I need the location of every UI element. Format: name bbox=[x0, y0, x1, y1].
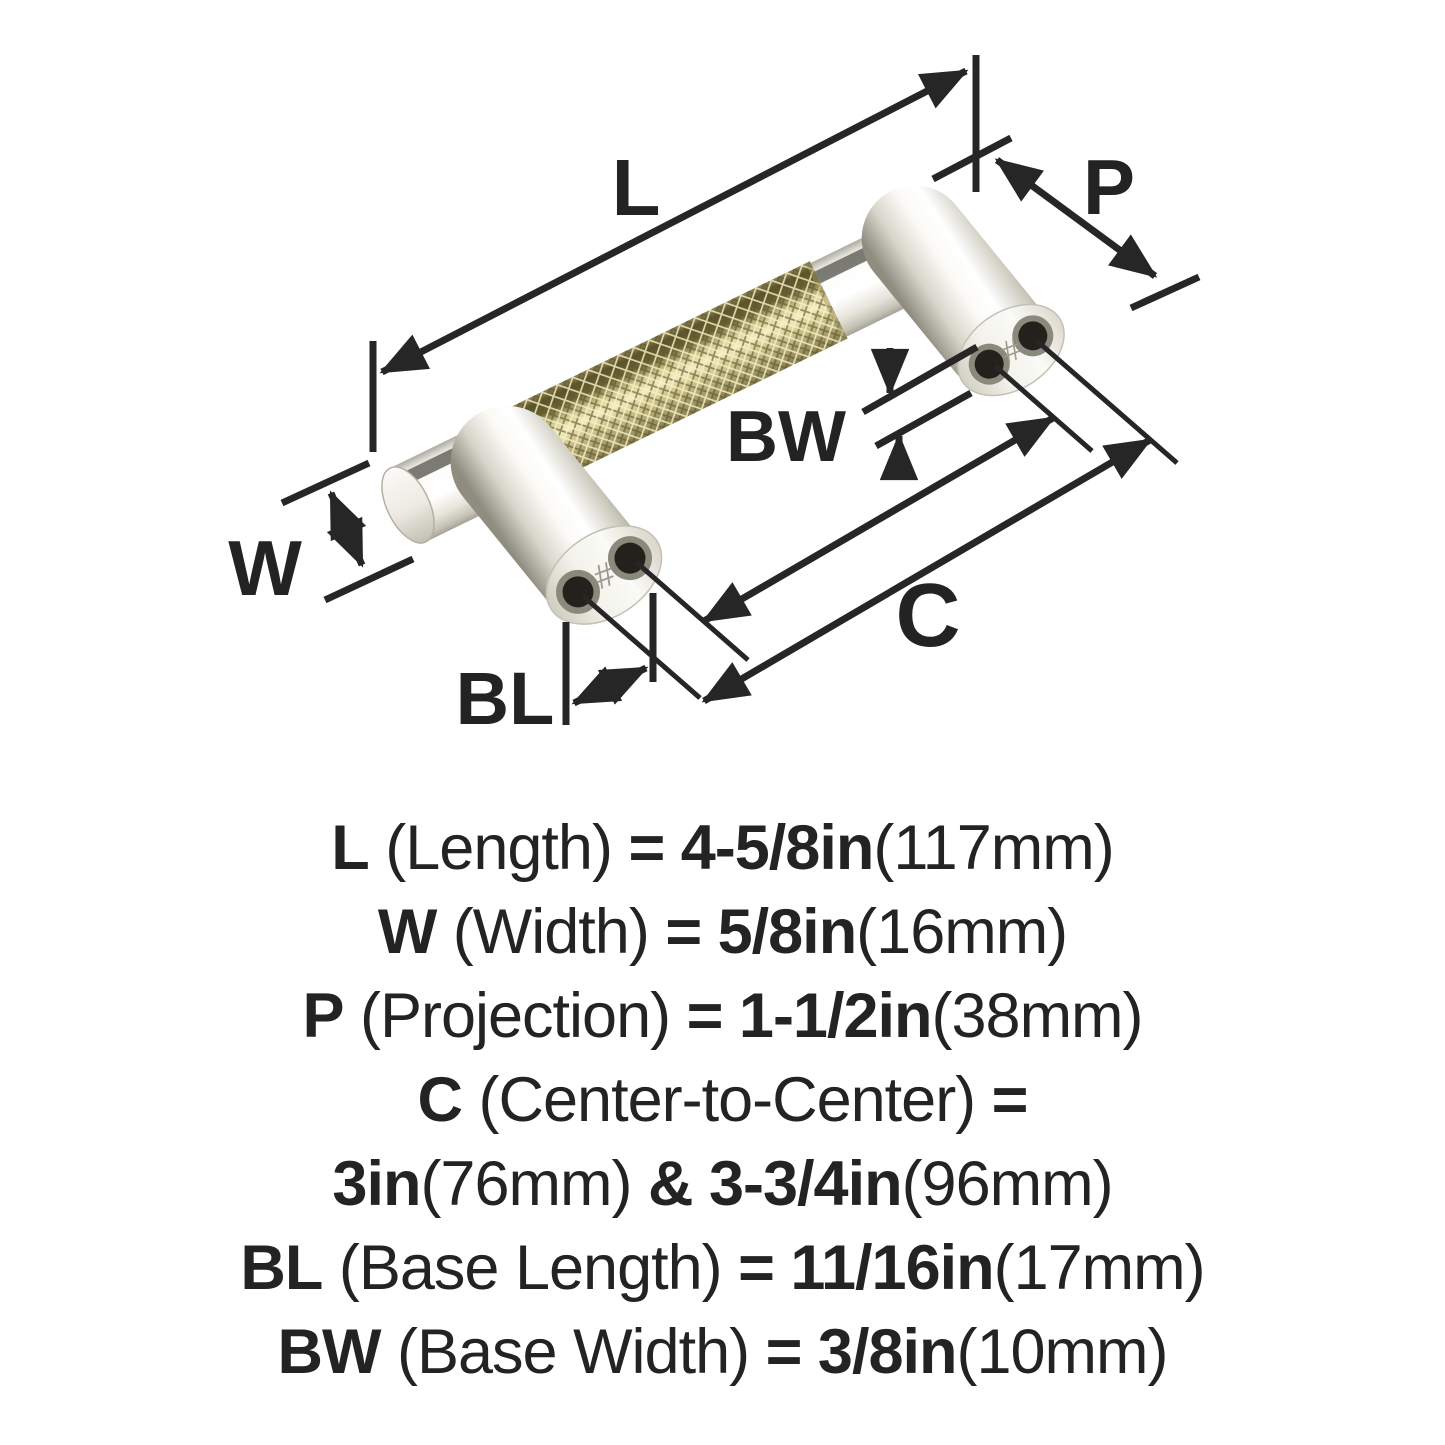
hole-leader bbox=[993, 364, 1094, 453]
screw-hole bbox=[968, 343, 1010, 385]
spec-segment: BW bbox=[277, 1317, 382, 1387]
spec-segment: (Center-to-Center) bbox=[462, 1065, 992, 1135]
spec-segment: L bbox=[331, 813, 369, 883]
spec-segment: (117mm) bbox=[873, 813, 1114, 883]
spec-line: 3in(76mm) & 3-3/4in(96mm) bbox=[0, 1142, 1445, 1226]
dim-length-arrow bbox=[379, 67, 969, 376]
hole-leader bbox=[1035, 339, 1179, 465]
spec-segment: (Length) bbox=[368, 813, 629, 883]
dim-length bbox=[369, 55, 980, 452]
spec-segment: = 5/8in bbox=[665, 897, 857, 967]
spec-segment: (38mm) bbox=[931, 981, 1144, 1051]
dim-center-arrow-long bbox=[701, 436, 1153, 705]
dim-width-tick-top bbox=[280, 459, 371, 507]
dim-center-to-center bbox=[701, 414, 1153, 705]
hole-leader bbox=[581, 594, 702, 700]
spec-segment: 3in bbox=[332, 1149, 421, 1219]
spec-segment: = 1-1/2in bbox=[686, 981, 933, 1051]
spec-segment: = 11/16in bbox=[738, 1233, 994, 1303]
spec-segment: (17mm) bbox=[993, 1233, 1206, 1303]
dim-width-tick-bottom bbox=[323, 555, 415, 604]
spec-line: W (Width) = 5/8in(16mm) bbox=[0, 890, 1445, 974]
dim-projection-tick-top bbox=[931, 134, 1013, 183]
spec-segment: P bbox=[302, 981, 344, 1051]
dim-base-width-edge-top bbox=[861, 343, 979, 416]
spec-text-block: L (Length) = 4-5/8in(117mm)W (Width) = 5… bbox=[0, 806, 1445, 1394]
handle-illustration: # # bbox=[228, 55, 1201, 740]
dim-base-length-arrow bbox=[571, 664, 649, 707]
spec-segment: C bbox=[417, 1065, 463, 1135]
label-base-length: BL bbox=[456, 657, 555, 740]
spec-segment: = 4-5/8in bbox=[628, 813, 874, 883]
spec-line: P (Projection) = 1-1/2in(38mm) bbox=[0, 974, 1445, 1058]
spec-segment: (Projection) bbox=[343, 981, 687, 1051]
spec-line: BW (Base Width) = 3/8in(10mm) bbox=[0, 1310, 1445, 1394]
spec-line: L (Length) = 4-5/8in(117mm) bbox=[0, 806, 1445, 890]
dim-base-width-edge-bottom bbox=[874, 389, 973, 450]
spec-line: C (Center-to-Center) = bbox=[0, 1058, 1445, 1142]
spec-segment: (Base Length) bbox=[322, 1233, 739, 1303]
spec-segment: (96mm) bbox=[901, 1149, 1114, 1219]
dim-width-arrow bbox=[326, 490, 367, 568]
label-base-width: BW bbox=[726, 397, 846, 477]
spec-segment: (76mm) bbox=[420, 1149, 632, 1219]
spec-segment: 3-3/4in bbox=[708, 1149, 903, 1219]
dim-projection-arrow bbox=[994, 157, 1158, 279]
spec-segment: & bbox=[631, 1149, 709, 1219]
spec-line: BL (Base Length) = 11/16in(17mm) bbox=[0, 1226, 1445, 1310]
left-post: # bbox=[450, 405, 663, 625]
dim-width bbox=[280, 459, 415, 604]
spec-segment: (Base Width) bbox=[380, 1317, 766, 1387]
dim-projection bbox=[931, 134, 1201, 312]
bar-end-cap bbox=[381, 466, 435, 544]
label-width: W bbox=[228, 524, 302, 612]
dim-projection-tick-bottom bbox=[1129, 273, 1201, 312]
spec-segment: = bbox=[991, 1065, 1029, 1135]
spec-segment: (16mm) bbox=[856, 897, 1068, 967]
label-projection: P bbox=[1083, 143, 1135, 231]
label-center-to-center: C bbox=[896, 566, 961, 666]
spec-segment: (Width) bbox=[436, 897, 666, 967]
spec-segment: W bbox=[377, 897, 437, 967]
label-length: L bbox=[612, 143, 661, 232]
dim-base-length bbox=[562, 593, 657, 725]
spec-segment: = 3/8in bbox=[765, 1317, 958, 1387]
spec-segment: (10mm) bbox=[956, 1317, 1168, 1387]
spec-segment: BL bbox=[240, 1233, 323, 1303]
